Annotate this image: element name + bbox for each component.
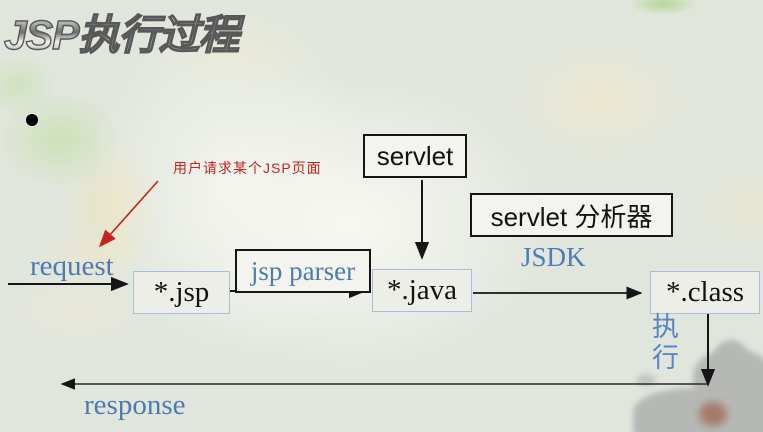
node-jsp-parser: jsp parser <box>235 249 371 293</box>
jsdk-label: JSDK <box>521 242 586 272</box>
node-class-file: *.class <box>650 271 760 314</box>
request-label: request <box>30 250 114 282</box>
node-servlet: servlet <box>363 134 467 178</box>
node-servlet-analyzer-label: servlet 分析器 <box>490 201 653 232</box>
node-class-file-label: *.class <box>665 276 745 308</box>
annotation-text: 用户请求某个JSP页面 <box>173 160 322 176</box>
map-red-spot <box>699 402 727 426</box>
bullet-point <box>26 114 38 126</box>
node-servlet-label: servlet <box>376 140 454 171</box>
execute-label: 执行 <box>652 312 679 373</box>
map-landmass-shape <box>636 374 656 386</box>
node-java-file: *.java <box>372 269 472 312</box>
node-java-file-label: *.java <box>386 274 458 306</box>
node-jsp-file: *.jsp <box>133 271 230 314</box>
node-jsp-parser-label: jsp parser <box>250 255 356 286</box>
node-jsp-file-label: *.jsp <box>153 276 210 308</box>
node-servlet-analyzer: servlet 分析器 <box>470 193 673 237</box>
map-landmass-shape <box>714 340 748 374</box>
response-label: response <box>84 389 186 421</box>
map-landmass-shape <box>633 388 763 432</box>
annotation-arrow <box>98 180 159 248</box>
page-title: JSP执行过程 <box>3 1 240 61</box>
